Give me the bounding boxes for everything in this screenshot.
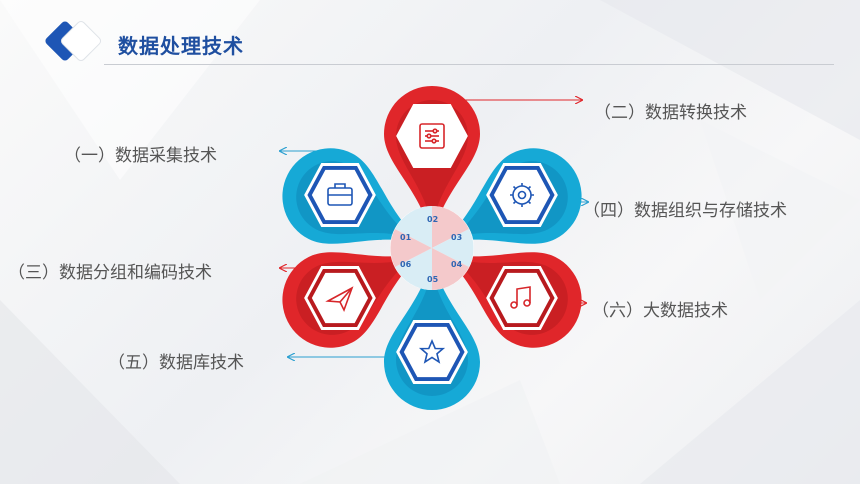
label-06: （三）数据分组和编码技术 [8,263,212,283]
sliders-icon [419,123,445,149]
label-04: （六）大数据技术 [592,301,728,321]
star-icon [418,338,446,364]
petal-num-06: 06 [400,260,412,269]
badge-01 [304,163,376,227]
badge-04 [486,266,558,330]
badge-06 [304,266,376,330]
paper-plane-icon [325,286,354,313]
label-05: （五）数据库技术 [108,353,244,373]
badge-03 [486,163,558,227]
label-03: （四）数据组织与存储技术 [583,201,787,221]
badge-02 [396,104,468,168]
petal-num-05: 05 [427,275,439,284]
badge-05 [396,320,468,384]
briefcase-icon [327,183,353,206]
petal-num-03: 03 [451,233,462,242]
petal-num-02: 02 [427,215,438,224]
label-01: （一）数据采集技术 [64,146,217,166]
petal-num-04: 04 [451,260,463,269]
page-title: 数据处理技术 [118,34,244,58]
center-hub: 02 01 03 06 04 05 [390,206,474,290]
music-note-icon [510,286,531,309]
label-02: （二）数据转换技术 [594,103,747,123]
gear-icon [510,183,534,207]
petal-num-01: 01 [400,233,412,242]
header-logo [45,20,102,62]
header-divider [104,64,834,65]
